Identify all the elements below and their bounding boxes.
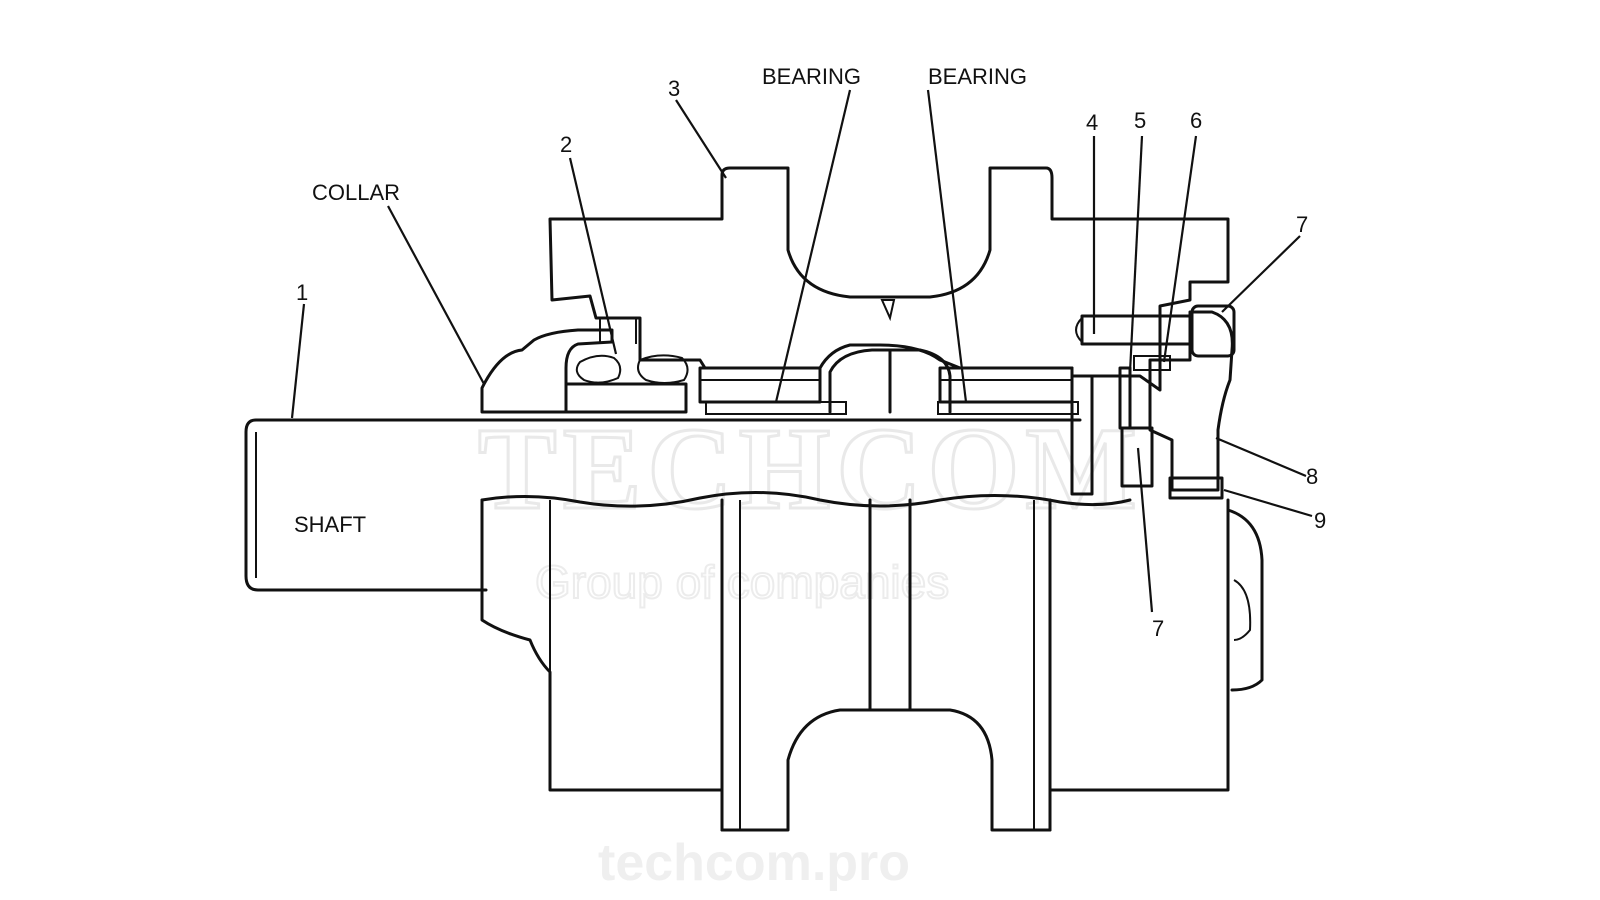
label-7-upper: 7 xyxy=(1296,212,1308,237)
leader-bearing-right xyxy=(926,89,968,403)
watermark-site: techcom.pro xyxy=(598,834,910,892)
callout-labels: 1 2 3 4 5 6 7 7 8 9 COLLAR SHAFT BEARING… xyxy=(294,64,1326,641)
label-8: 8 xyxy=(1306,464,1318,489)
roller-lower-outline xyxy=(480,498,1230,832)
leader-7-lower xyxy=(1136,447,1154,613)
label-1: 1 xyxy=(296,280,308,305)
label-2: 2 xyxy=(560,132,572,157)
bearing-right-sleeve xyxy=(937,401,1079,415)
bearing-right-outline xyxy=(938,366,1074,404)
roller-outer-view xyxy=(480,498,1264,832)
watermark: TECHCOM Group of companies techcom.pro xyxy=(477,402,1143,893)
leader-collar xyxy=(387,205,485,385)
label-bearing-left: BEARING xyxy=(762,64,861,89)
leader-2 xyxy=(568,157,618,355)
leader-7-upper xyxy=(1221,235,1301,313)
bolt-shank xyxy=(1080,314,1194,346)
bolt-tip xyxy=(1075,317,1083,343)
seal-o-ring-left xyxy=(575,354,622,384)
label-collar: COLLAR xyxy=(312,180,400,205)
leader-8 xyxy=(1215,436,1307,478)
leader-bearing-left xyxy=(774,89,852,403)
watermark-brand: TECHCOM xyxy=(478,403,1143,534)
washer-6 xyxy=(1133,355,1171,371)
label-6: 6 xyxy=(1190,108,1202,133)
collar-hatched xyxy=(480,328,614,414)
break-line xyxy=(480,491,1132,508)
leader-9 xyxy=(1223,488,1313,518)
watermark-tagline: Group of companies xyxy=(535,556,949,608)
right-cap xyxy=(1226,508,1264,692)
seal-ring xyxy=(564,382,688,414)
leader-6 xyxy=(1162,135,1198,363)
seal-assembly-2 xyxy=(564,318,689,414)
label-3: 3 xyxy=(668,76,680,101)
pin-assembly xyxy=(1070,355,1224,500)
label-7-lower: 7 xyxy=(1152,616,1164,641)
cap-detail xyxy=(1233,579,1252,641)
pin-7-lower xyxy=(1120,426,1154,488)
bolt-7 xyxy=(1075,304,1236,358)
leader-1 xyxy=(290,303,306,419)
label-9: 9 xyxy=(1314,508,1326,533)
screw-9 xyxy=(1168,476,1224,500)
seal-o-ring-right xyxy=(637,354,689,384)
label-4: 4 xyxy=(1086,110,1098,135)
bolt-head xyxy=(1190,304,1236,358)
label-shaft: SHAFT xyxy=(294,512,366,537)
shaft-1 xyxy=(244,418,1132,592)
label-5: 5 xyxy=(1134,108,1146,133)
leader-5 xyxy=(1128,135,1144,373)
bearing-left-outline xyxy=(698,366,822,404)
roller-shell-hatched xyxy=(548,166,1230,392)
roller-body-section xyxy=(548,166,1230,392)
leader-lines xyxy=(290,89,1313,613)
leader-3 xyxy=(675,99,727,179)
cavity-outline xyxy=(828,348,952,414)
seal-guide-lines xyxy=(599,318,637,344)
spacer-4 xyxy=(1070,374,1094,496)
shaft-end xyxy=(244,418,488,592)
oil-cavity xyxy=(828,299,952,414)
label-bearing-right: BEARING xyxy=(928,64,1027,89)
oil-plug xyxy=(880,299,896,322)
